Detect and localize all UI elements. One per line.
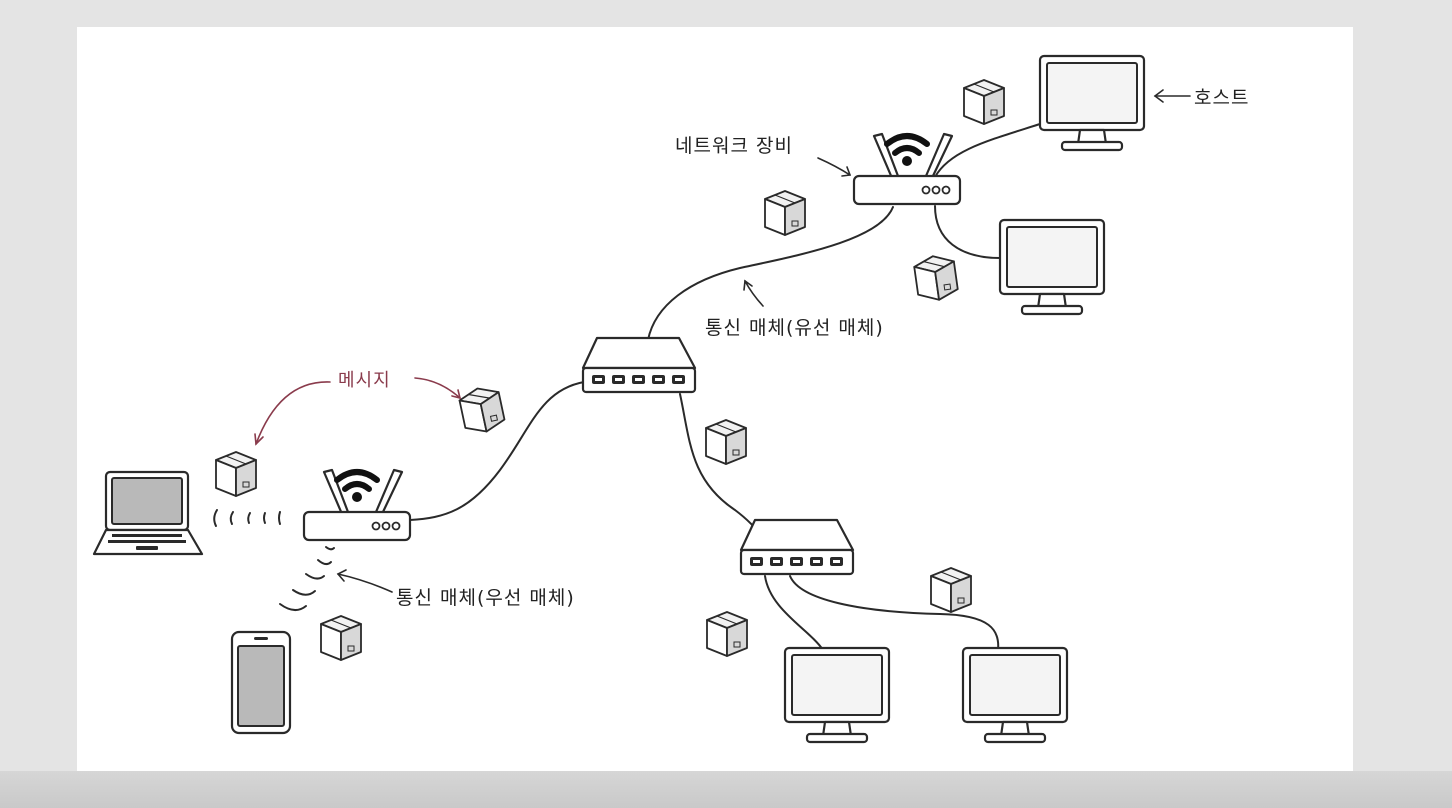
wire-switch-to-router-bottom <box>409 381 585 521</box>
wire-router-top-to-host-2 <box>934 205 1001 259</box>
packet-box-icon <box>705 419 747 465</box>
arrow-wireless-media <box>336 569 393 593</box>
packet-box-icon <box>320 615 362 661</box>
packet-box-icon <box>456 383 508 437</box>
monitor-host-1-icon[interactable] <box>1038 54 1146 152</box>
wire-switch2-to-host-4 <box>789 575 1000 651</box>
wire-router-top-to-host-1 <box>934 123 1041 178</box>
monitor-host-2-icon[interactable] <box>998 218 1106 316</box>
smartphone-icon[interactable] <box>230 630 292 735</box>
arrow-network-device <box>817 157 852 177</box>
router-top-icon[interactable] <box>854 134 960 204</box>
arrow-message-right <box>414 377 462 400</box>
label-wired-media: 통신 매체(유선 매체) <box>705 317 884 339</box>
switch-hub-main-icon[interactable] <box>581 336 697 394</box>
wireless-waves-phone <box>279 546 335 611</box>
wire-switch2-to-host-3 <box>764 575 824 651</box>
label-host: 호스트 <box>1194 87 1249 109</box>
label-network-device: 네트워크 장비 <box>675 135 793 157</box>
router-bottom-icon[interactable] <box>304 470 410 540</box>
packet-box-icon <box>764 190 806 236</box>
arrow-wired-media <box>743 279 764 307</box>
packet-box-icon <box>215 451 257 497</box>
packet-box-icon <box>912 252 960 304</box>
packet-box-icon <box>930 567 972 613</box>
monitor-host-4-icon[interactable] <box>961 646 1069 744</box>
wireless-waves-laptop <box>213 509 281 527</box>
switch-hub-secondary-icon[interactable] <box>739 518 855 576</box>
laptop-icon[interactable] <box>92 470 204 556</box>
arrow-host <box>1153 89 1191 103</box>
wire-router-top-to-switch <box>647 206 894 341</box>
label-message: 메시지 <box>338 370 391 391</box>
packet-box-icon <box>963 79 1005 125</box>
packet-box-icon <box>706 611 748 657</box>
arrow-message-left <box>254 381 331 446</box>
monitor-host-3-icon[interactable] <box>783 646 891 744</box>
bottom-bar <box>0 771 1452 808</box>
label-wireless-media: 통신 매체(우선 매체) <box>396 587 575 609</box>
